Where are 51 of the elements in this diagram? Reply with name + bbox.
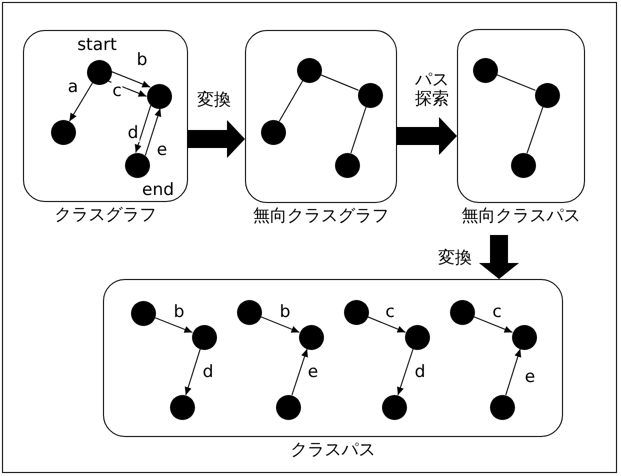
graph-node [130,300,156,326]
arrow [107,80,147,97]
connector-line [320,74,359,91]
graph-node [276,394,300,420]
panel-caption: クラスパス [290,440,376,460]
node-label: start [77,35,117,55]
graph-node [192,324,216,350]
arrow [134,104,152,154]
graph-node [382,394,406,420]
block-arrow [188,120,245,158]
graph-node [260,120,286,144]
graph-node [334,152,360,178]
graph-node [472,58,498,82]
arrow [397,348,414,396]
edge-label: d [126,124,140,142]
arrow [367,316,406,333]
graph-node [358,82,382,108]
connector-line [496,74,536,91]
graph-node [450,300,474,324]
connector-line [526,106,544,154]
graph-node [236,300,262,324]
panel-caption: 無向クラスグラフ [253,206,389,226]
connector-line [278,80,304,122]
graph-node [490,394,514,420]
arrow [68,82,94,122]
panel-caption: 無向クラスパス [462,206,580,226]
block-arrow [479,235,519,279]
graph-node [298,324,324,350]
connector-line [350,106,367,154]
graph-node [404,324,430,350]
arrow [184,348,201,396]
graph-node [534,82,560,108]
graph-node [510,152,536,178]
graph-node [146,84,172,108]
arrow [154,317,193,333]
panel-caption: クラスグラフ [54,205,156,225]
graph-node [296,58,322,82]
arrow [144,108,162,156]
graph-node [344,300,368,324]
node-label: end [142,180,174,200]
block-arrow [397,117,457,155]
graph-node [50,120,76,144]
edge-label: 変換 [196,91,232,109]
graph-node [170,394,194,420]
arrow [111,71,151,88]
edge-label: 変換 [437,249,473,267]
arrow [260,316,300,333]
arrow [473,316,513,333]
arrow [291,348,308,396]
arrow [505,348,522,396]
graph-node [512,324,536,350]
